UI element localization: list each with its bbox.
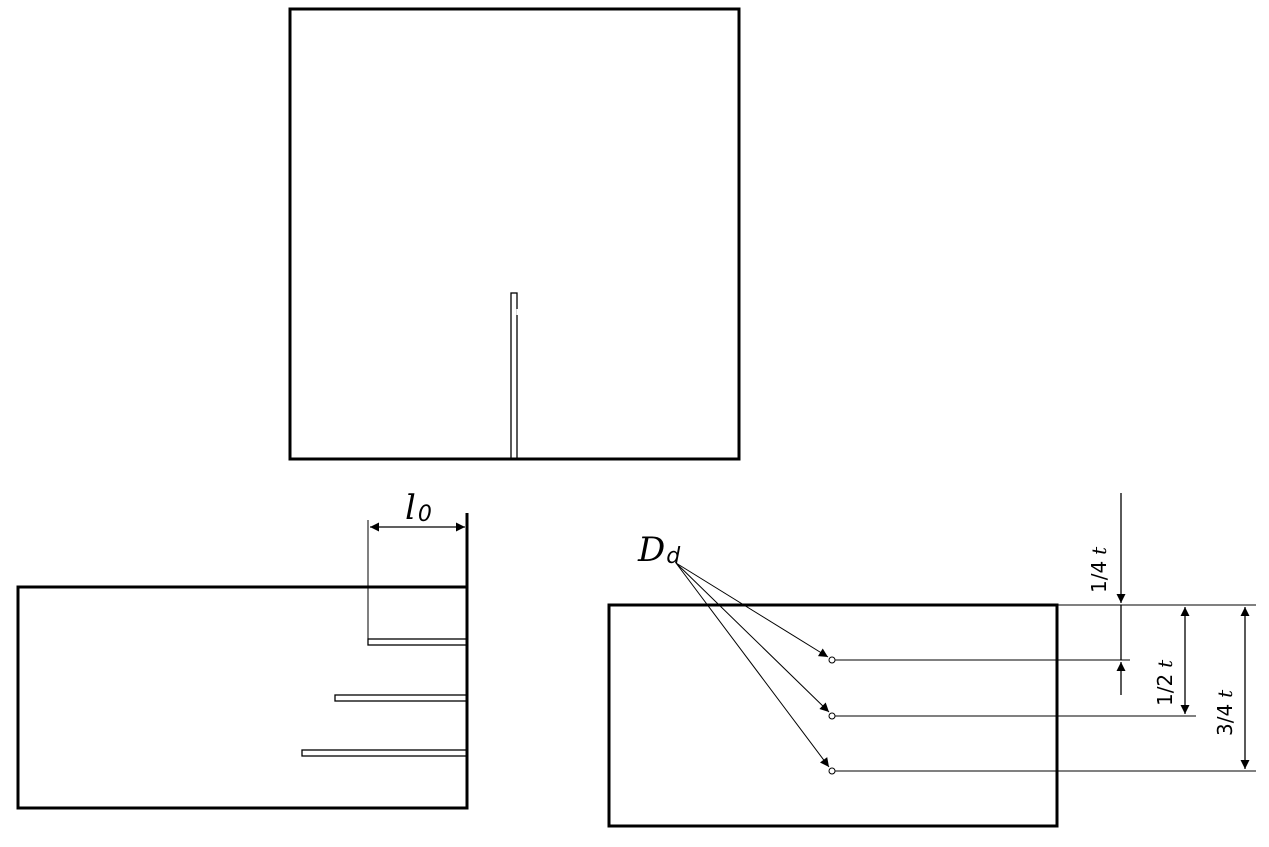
dd-label: Dd [637, 530, 681, 570]
thickness-view: Dd 1/4t 1/2t 3/4t [607, 493, 1256, 828]
notch-3 [301, 749, 468, 757]
quarter-dim-label: 1/4t [1087, 546, 1111, 593]
three-quarter-dim-label: 3/4t [1213, 689, 1237, 736]
dd-leader-2 [675, 562, 830, 713]
dd-leader-3 [675, 562, 830, 768]
l0-label: l0 [405, 488, 432, 528]
top-plate-outline [288, 7, 741, 461]
point-quarter [828, 656, 836, 664]
point-half [828, 712, 836, 720]
notch-2 [334, 694, 468, 702]
dd-leader-1 [675, 562, 829, 658]
side-view-notches: l0 [16, 488, 469, 810]
top-view [288, 7, 741, 461]
notch-1 [367, 638, 468, 646]
top-slit [510, 292, 518, 460]
side-plate-outline [16, 585, 469, 810]
point-three-quarter [828, 767, 836, 775]
half-dim-label: 1/2t [1153, 659, 1177, 706]
